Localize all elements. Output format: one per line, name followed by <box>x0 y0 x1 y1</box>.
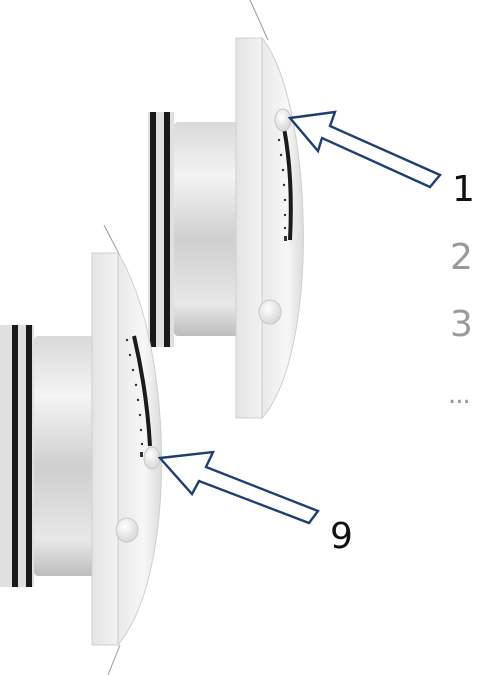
setting-knob[interactable] <box>274 108 292 132</box>
valve-barrel <box>34 336 96 576</box>
setting-label-3: 3 <box>450 304 473 345</box>
gasket-ring <box>164 112 170 347</box>
valve-bottom <box>0 224 163 675</box>
setting-label-1: 1 <box>452 169 475 210</box>
mounting-wire <box>249 0 269 41</box>
mounting-wire <box>103 224 121 257</box>
screw-cap <box>258 299 282 325</box>
setting-scale-bar <box>132 335 152 447</box>
setting-scale-ticks <box>275 123 287 241</box>
more-settings-ellipsis: ... <box>448 380 471 410</box>
setting-knob[interactable] <box>143 446 161 470</box>
setting-label-9: 9 <box>330 516 353 557</box>
valve-face <box>261 36 304 420</box>
arrow-pointing-to-knob-icon <box>287 110 442 189</box>
valve-top <box>148 0 304 420</box>
arrow-pointing-to-knob-icon <box>157 450 320 525</box>
gasket-ring <box>12 325 18 587</box>
mounting-wire <box>107 644 121 675</box>
gasket-ring <box>26 325 32 587</box>
valve-face <box>117 251 163 647</box>
setting-scale-ticks <box>125 338 144 457</box>
valve-barrel <box>174 122 238 336</box>
setting-scale-bar <box>282 127 293 241</box>
gasket-ring <box>150 112 156 347</box>
screw-cap <box>115 517 139 543</box>
setting-label-2: 2 <box>450 237 473 278</box>
